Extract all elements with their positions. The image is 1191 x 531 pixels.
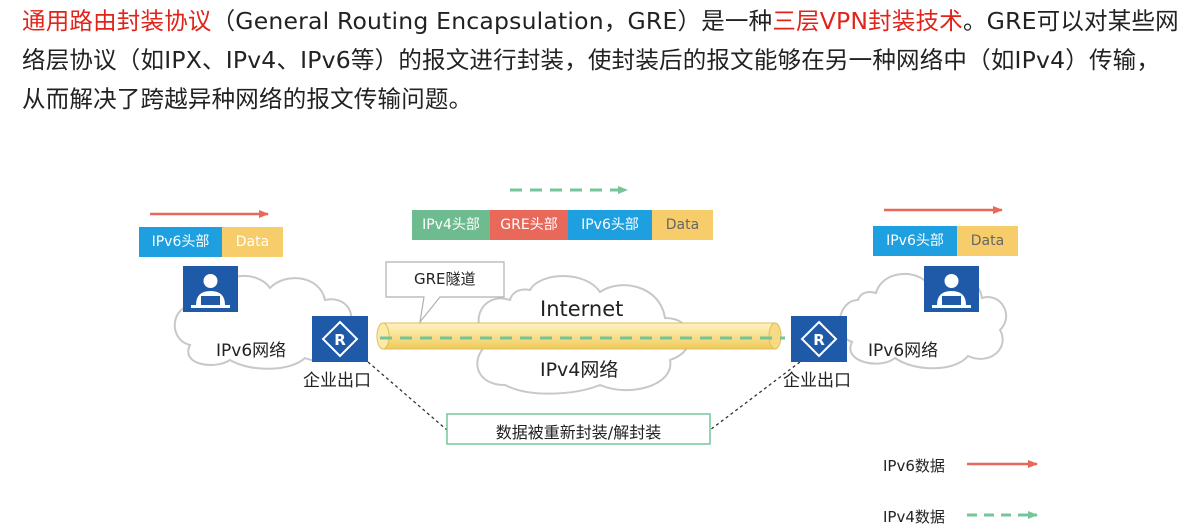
left-ipv6-header: IPv6头部 <box>139 227 222 257</box>
intro-highlight-gre: 通用路由封装协议 <box>22 7 212 35</box>
ipv4-network-label: IPv4网络 <box>540 359 619 381</box>
gre-tunnel-pipe <box>376 322 782 350</box>
left-router-icon: R <box>312 316 368 362</box>
gre-tunnel-callout <box>385 261 505 325</box>
right-exit-label: 企业出口 <box>783 371 851 391</box>
legend-ipv6-label: IPv6数据 <box>883 457 945 475</box>
mid-data-block: Data <box>652 210 713 240</box>
left-user-icon <box>183 266 238 312</box>
svg-text:R: R <box>813 331 825 349</box>
left-ipv6-network-label: IPv6网络 <box>216 341 287 361</box>
intro-paragraph: 通用路由封装协议（General Routing Encapsulation，G… <box>22 2 1182 119</box>
right-router-icon: R <box>791 316 847 362</box>
right-dotted-line <box>709 361 801 431</box>
intro-text-1: （General Routing Encapsulation，GRE）是一种 <box>211 7 773 35</box>
right-ipv6-network-label: IPv6网络 <box>868 341 939 361</box>
gre-tunnel-label: GRE隧道 <box>414 270 476 288</box>
intro-text-2: 。GRE可以对某些网络层协议（如IPX、IPv4、IPv6等）的报文进行封装，使… <box>22 7 1179 113</box>
reencap-box <box>446 413 711 445</box>
mid-gre-header: GRE头部 <box>490 210 568 240</box>
left-dotted-line <box>367 361 448 431</box>
right-data-block: Data <box>957 226 1018 256</box>
right-user-icon <box>924 266 979 312</box>
mid-ipv4-header: IPv4头部 <box>412 210 490 240</box>
legend-ipv4-label: IPv4数据 <box>883 508 945 526</box>
left-exit-label: 企业出口 <box>303 371 371 391</box>
reencap-label: 数据被重新封装/解封装 <box>495 423 662 442</box>
svg-text:R: R <box>334 331 346 349</box>
right-ipv6-header: IPv6头部 <box>873 226 957 256</box>
left-data-block: Data <box>222 227 283 257</box>
intro-highlight-vpn: 三层VPN封装技术 <box>772 7 963 35</box>
internet-label: Internet <box>540 297 624 321</box>
mid-ipv6-header: IPv6头部 <box>568 210 652 240</box>
